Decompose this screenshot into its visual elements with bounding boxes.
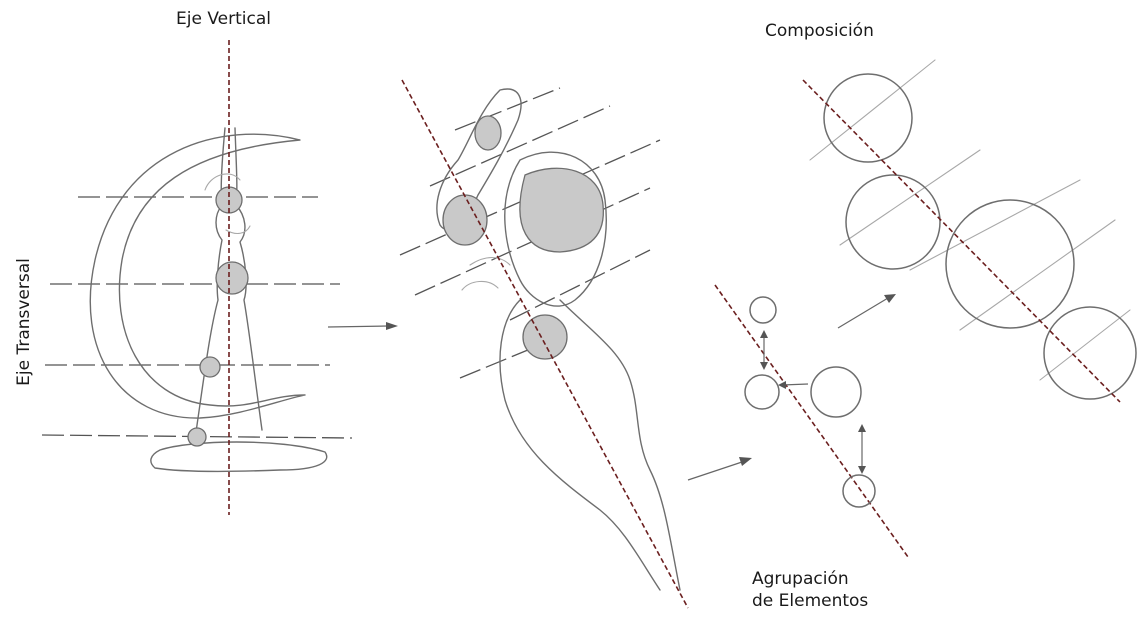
composition-circle-4 [1044,307,1136,399]
composition-circle-3 [946,200,1074,328]
composicion-label: Composición [765,20,874,42]
composition-circle-1 [824,74,912,162]
grouping-axis [715,285,908,557]
arrow-to-figure-2 [328,322,398,330]
composition-guides [810,60,1130,380]
arrow-to-grouping [688,457,752,480]
composition-circle-2 [846,175,940,269]
joint-knee [200,357,220,377]
joint-shoulder [443,195,487,245]
composition-sketch [803,60,1136,402]
pedestal [151,442,327,471]
joint-knee-curled [523,315,567,359]
arrow-to-composition [838,294,896,328]
group-circle-1 [750,297,776,323]
group-circle-2 [745,375,779,409]
joint-torso [520,168,603,252]
group-circle-4 [843,475,875,507]
grouping-sketch [715,285,908,557]
agrupacion-label-line-1: Agrupación [752,568,868,590]
agrupacion-label: Agrupación de Elementos [752,568,868,612]
eje-vertical-label: Eje Vertical [176,8,271,30]
agrupacion-label-line-2: de Elementos [752,590,868,612]
crescent-moon [90,134,305,418]
transversal-guides [42,197,352,438]
joint-foot [188,428,206,446]
joint-hand [475,116,501,150]
eje-transversal-label: Eje Transversal [13,258,35,386]
joint-hip [216,262,248,294]
curled-figure-sketch [400,80,752,608]
group-circle-3 [811,367,861,417]
moon-figure-sketch [42,40,398,515]
diagonal-axis [402,80,688,608]
